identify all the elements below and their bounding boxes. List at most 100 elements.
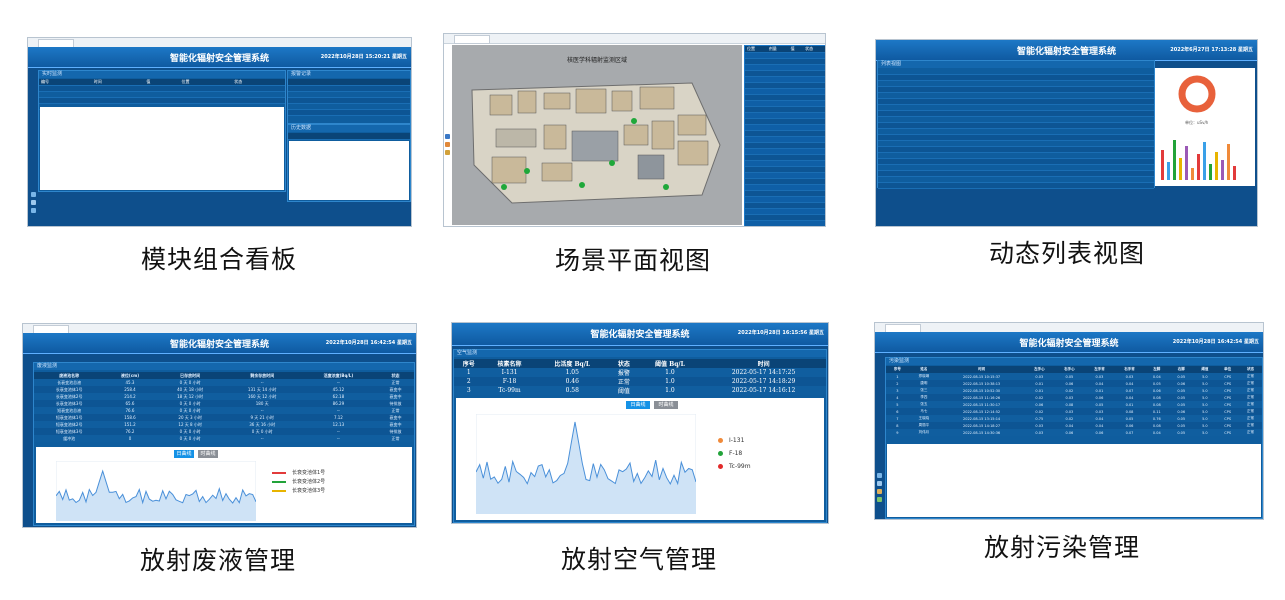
list-item[interactable] (878, 99, 1154, 105)
list-item[interactable] (745, 173, 825, 179)
hour-curve-button[interactable]: 时曲线 (654, 401, 678, 409)
list-item[interactable] (745, 77, 825, 83)
list-item[interactable] (745, 53, 825, 59)
list-item[interactable] (745, 95, 825, 101)
table-cell: 2022-05-17 14:17:25 (731, 369, 796, 376)
column-header: 剩余存放时间 (250, 372, 275, 378)
list-item[interactable] (745, 101, 825, 107)
list-item[interactable] (745, 119, 825, 125)
table-cell: 5.0 (1202, 381, 1208, 386)
list-item[interactable] (745, 143, 825, 149)
caption-air: 放射空气管理 (560, 545, 717, 574)
list-item[interactable] (745, 59, 825, 65)
list-item[interactable] (878, 87, 1154, 93)
list-item[interactable] (878, 69, 1154, 75)
list-item[interactable] (878, 75, 1154, 81)
list-item[interactable] (878, 123, 1154, 129)
list-item[interactable] (745, 185, 825, 191)
table-cell: 短衰变池体2号 (55, 421, 83, 427)
thumbnail-liquid-waste[interactable]: 智能化辐射安全管理系统 2022年10月28日 16:42:54 星期五 废液监… (22, 323, 417, 575)
list-item[interactable] (745, 155, 825, 161)
list-item[interactable] (745, 125, 825, 131)
list-item[interactable] (745, 197, 825, 203)
list-item[interactable] (878, 141, 1154, 147)
list-item[interactable] (745, 179, 825, 185)
floor-map[interactable]: 核医学科辐射监测区域 (452, 45, 742, 225)
thumbnail-listview[interactable]: 智能化辐射安全管理系统 2022年6月27日 17:13:28 星期五 列表视图… (867, 39, 1258, 268)
table-cell: 正常 (391, 435, 400, 441)
hour-curve-button[interactable]: 时曲线 (198, 450, 218, 458)
list-item[interactable] (745, 191, 825, 197)
table-cell: 正常 (1247, 409, 1255, 413)
list-item[interactable] (878, 93, 1154, 99)
table-cell: 12.13 (332, 422, 345, 427)
table-cell: F-18 (502, 378, 517, 385)
table-cell: 7 (896, 416, 899, 421)
list-item[interactable] (878, 147, 1154, 153)
list-item[interactable] (745, 209, 825, 215)
thumbnail-contamination[interactable]: 智能化辐射安全管理系统 2022年10月28日 16:42:54 星期五 污染监… (874, 322, 1264, 562)
list-item[interactable] (878, 129, 1154, 135)
thumbnail-air[interactable]: 智能化辐射安全管理系统 2022年10月28日 16:15:56 星期五 空气监… (451, 322, 829, 574)
list-item[interactable] (878, 159, 1154, 165)
list-item[interactable] (745, 167, 825, 173)
table-cell: 正常 (1247, 423, 1255, 427)
table-cell: 7.12 (333, 415, 343, 420)
list-item[interactable] (745, 203, 825, 209)
list-item[interactable] (745, 149, 825, 155)
list-item[interactable] (878, 117, 1154, 123)
list-item[interactable] (878, 111, 1154, 117)
table-cell: 0.03 (1035, 374, 1044, 379)
list-item[interactable] (878, 165, 1154, 171)
list-item[interactable] (745, 161, 825, 167)
table-cell: 衰变中 (389, 414, 402, 420)
day-curve-button[interactable]: 日曲线 (626, 401, 650, 409)
floorplan-device-list[interactable]: 位置剂量值状态 (744, 45, 825, 226)
list-item[interactable] (745, 83, 825, 89)
list-item[interactable] (878, 105, 1154, 111)
caption-dashboard: 模块组合看板 (140, 245, 297, 274)
list-item[interactable] (878, 153, 1154, 159)
list-item[interactable] (745, 215, 825, 221)
list-item[interactable] (745, 89, 825, 95)
list-item[interactable] (878, 177, 1154, 183)
list-item[interactable] (745, 131, 825, 137)
thumbnail-floorplan[interactable]: 核医学科辐射监测区域 (443, 33, 826, 275)
day-curve-button[interactable]: 日曲线 (174, 450, 194, 458)
table-cell: 214.2 (124, 394, 136, 399)
list-item[interactable] (878, 135, 1154, 141)
list-item[interactable] (878, 171, 1154, 177)
table-cell: 短衰变池总液 (57, 407, 82, 413)
legend-item: I-131 (718, 434, 751, 447)
list-item[interactable] (745, 113, 825, 119)
list-item[interactable] (745, 107, 825, 113)
list-item[interactable] (878, 183, 1154, 189)
list-item[interactable] (745, 71, 825, 77)
list-item[interactable] (745, 137, 825, 143)
list-item[interactable] (878, 81, 1154, 87)
list-item[interactable] (745, 65, 825, 71)
table-cell: 1 (466, 369, 471, 376)
thumbnail-dashboard[interactable]: 智能化辐射安全管理系统 2022年10月28日 15:20:21 星期五 实时监… (27, 37, 412, 274)
